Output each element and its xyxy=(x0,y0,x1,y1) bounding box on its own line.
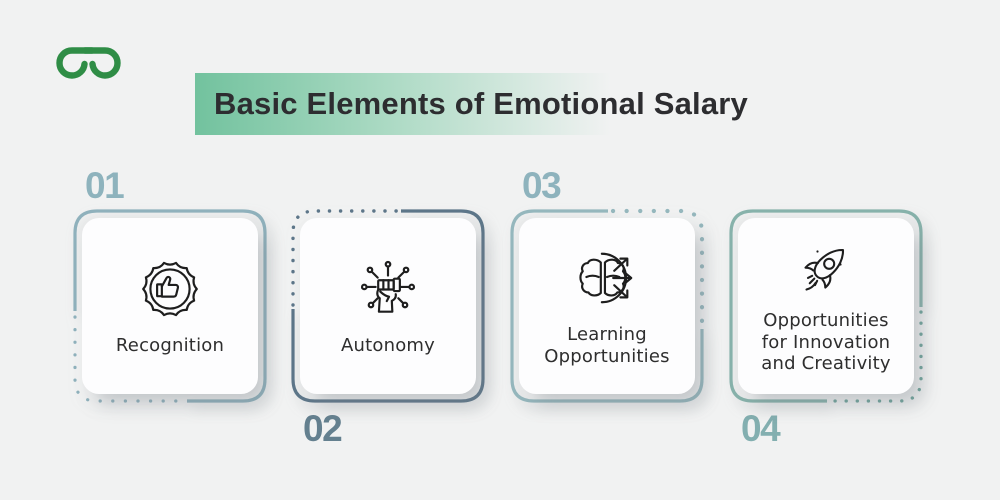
card-border xyxy=(291,209,485,403)
card-body: Autonomy xyxy=(300,218,476,394)
step-number: 03 xyxy=(522,165,562,206)
card-label: Opportunities for Innovation and Creativ… xyxy=(761,309,891,375)
thumbs-up-badge-icon xyxy=(142,261,198,316)
card-learning-opportunities: 03 Learning Opportunities xyxy=(510,167,705,403)
card-body: Recognition xyxy=(82,218,258,394)
title-banner: Basic Elements of Emotional Salary xyxy=(195,73,748,135)
brain-arrows-icon xyxy=(579,252,633,303)
card-border xyxy=(729,209,923,403)
page-title: Basic Elements of Emotional Salary xyxy=(214,86,748,121)
card-label: Recognition xyxy=(115,334,225,356)
card-label: Autonomy xyxy=(341,334,435,356)
geeksforgeeks-logo xyxy=(56,47,121,79)
card-body: Learning Opportunities xyxy=(519,218,695,394)
rocket-icon xyxy=(804,248,845,291)
card-autonomy: 02 Autonomy xyxy=(291,209,485,447)
step-number: 04 xyxy=(741,408,781,449)
card-border xyxy=(73,209,267,403)
card-border xyxy=(510,208,705,403)
card-innovation-creativity: 04 Opportunities for Innovati xyxy=(729,209,923,447)
card-recognition: 01 Recognition xyxy=(73,167,267,403)
fist-network-icon xyxy=(360,260,416,313)
card-label: Learning Opportunities xyxy=(544,323,670,367)
step-number: 02 xyxy=(303,408,343,449)
card-body: Opportunities for Innovation and Creativ… xyxy=(738,218,914,394)
step-number: 01 xyxy=(85,165,125,206)
